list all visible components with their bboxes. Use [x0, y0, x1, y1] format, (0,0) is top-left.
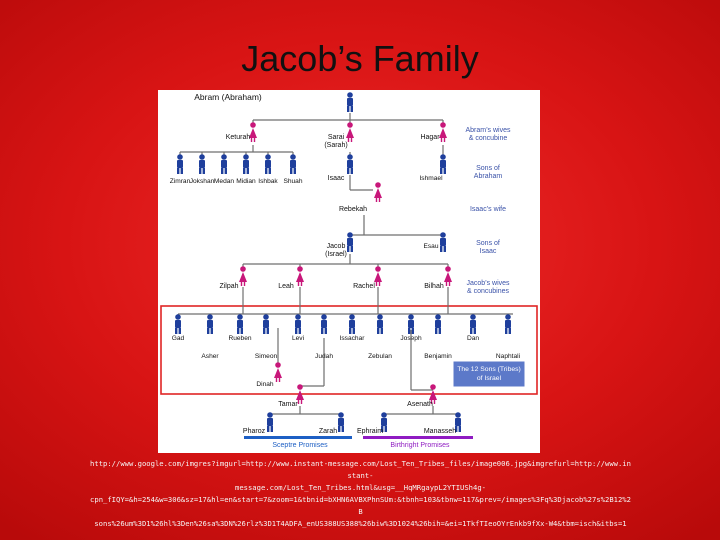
person-label-tamar: Tamar	[278, 401, 298, 408]
ishmael-icon	[440, 154, 446, 174]
gad-icon	[175, 314, 181, 334]
sarai-icon	[346, 122, 354, 142]
zilpah-icon	[239, 266, 247, 286]
naphtali-icon	[505, 314, 511, 334]
person-label-sarai: Sarai(Sarah)	[324, 134, 347, 149]
label-jacobs-wives: Jacob’s wives& concubines	[466, 280, 510, 295]
person-label-abram: Abram (Abraham)	[194, 92, 262, 102]
pharoz-icon	[267, 412, 273, 432]
person-label-keturah: Keturah	[226, 134, 251, 141]
person-label-pharoz: Pharoz	[243, 428, 266, 435]
person-label-asher: Asher	[201, 353, 219, 360]
hagar-icon	[439, 122, 447, 142]
issachar-icon	[349, 314, 355, 334]
judah-icon	[321, 314, 327, 334]
birthright-bar	[363, 436, 473, 439]
person-label-zilpah: Zilpah	[219, 283, 238, 290]
person-label-rueben: Rueben	[228, 335, 251, 342]
person-label-ishbak: Ishbak	[258, 178, 278, 185]
abram-icon	[347, 92, 353, 112]
person-label-rachel: Rachel	[353, 283, 375, 290]
label-isaacs-wife: Isaac’s wife	[470, 206, 506, 213]
person-label-manasseh: Manasseh	[424, 428, 456, 435]
person-label-naphtali: Naphtali	[496, 353, 521, 360]
asher-icon	[207, 314, 213, 334]
person-label-leah: Leah	[278, 283, 294, 290]
rueben-icon	[237, 314, 243, 334]
person-label-bilhah: Bilhah	[424, 283, 444, 290]
person-label-zebulan: Zebulan	[368, 353, 392, 360]
sceptre-bar	[244, 436, 352, 439]
isaac-icon	[347, 154, 353, 174]
person-label-medan: Medan	[214, 178, 234, 185]
dan-icon	[470, 314, 476, 334]
person-label-levi: Levi	[292, 335, 305, 342]
person-label-issachar: Issachar	[340, 335, 366, 342]
zebulan-icon	[377, 314, 383, 334]
midian-icon	[243, 154, 249, 174]
person-label-shuah: Shuah	[283, 178, 302, 185]
person-label-dan: Dan	[467, 335, 479, 342]
label-birthright: Birthright Promises	[390, 442, 450, 449]
person-label-zimran: Zimran	[170, 178, 191, 185]
levi-icon	[295, 314, 301, 334]
person-label-zarah: Zarah	[319, 428, 337, 435]
shuah-icon	[290, 154, 296, 174]
person-label-benjamin: Benjamin	[424, 353, 452, 360]
tamar-icon	[296, 384, 304, 404]
rebekah-icon	[374, 182, 382, 202]
person-label-gad: Gad	[172, 335, 185, 342]
rachel-icon	[374, 266, 382, 286]
person-label-hagar: Hagar	[420, 134, 440, 141]
medan-icon	[221, 154, 227, 174]
person-label-rebekah: Rebekah	[339, 206, 367, 213]
person-label-dinah: Dinah	[256, 381, 274, 388]
source-url[interactable]: http://www.google.com/imgres?imgurl=http…	[88, 458, 633, 530]
manasseh-icon	[455, 412, 461, 432]
benjamin-icon	[435, 314, 441, 334]
person-label-asenath: Asenath	[407, 401, 433, 408]
person-label-jacob: Jacob(Israel)	[325, 243, 347, 258]
leah-icon	[296, 266, 304, 286]
url-line-4[interactable]: sons%26um%3D1%26hl%3Den%26sa%3DN%26rlz%3…	[94, 519, 627, 528]
twelve-sons-label-box	[452, 360, 526, 388]
simeon-icon	[263, 314, 269, 334]
slide-title: Jacob’s Family	[241, 38, 479, 79]
zimran-icon	[177, 154, 183, 174]
person-label-ephraim: Ephraim	[357, 428, 383, 435]
ishbak-icon	[265, 154, 271, 174]
person-label-simeon: Simeon	[255, 353, 278, 360]
asenath-icon	[429, 384, 437, 404]
person-label-midian: Midian	[236, 178, 256, 185]
label-twelve-sons: The 12 Sons (Tribes)of Israel	[457, 366, 521, 382]
url-line-1[interactable]: http://www.google.com/imgres?imgurl=http…	[90, 459, 631, 480]
joseph-icon	[408, 314, 414, 334]
ephraim-icon	[381, 412, 387, 432]
label-sceptre: Sceptre Promises	[272, 442, 328, 449]
twelve-sons-box	[160, 305, 538, 395]
bilhah-icon	[444, 266, 452, 286]
person-label-esau: Esau	[423, 243, 438, 250]
esau-icon	[440, 232, 446, 252]
jokshan-icon	[199, 154, 205, 174]
person-label-ishmael: Ishmael	[419, 175, 443, 182]
person-label-jokshan: Jokshan	[190, 178, 215, 185]
url-line-2[interactable]: message.com/Lost_Ten_Tribes.html&usg=__H…	[235, 483, 486, 492]
person-label-isaac: Isaac	[328, 175, 345, 182]
jacob-icon	[347, 232, 353, 252]
label-abrams-wives: Abram’s wives& concubine	[466, 127, 511, 142]
dinah-icon	[274, 362, 282, 382]
zarah-icon	[338, 412, 344, 432]
keturah-icon	[249, 122, 257, 142]
url-line-3[interactable]: cpn_fIQY=&h=254&w=306&sz=17&hl=en&start=…	[90, 495, 631, 516]
